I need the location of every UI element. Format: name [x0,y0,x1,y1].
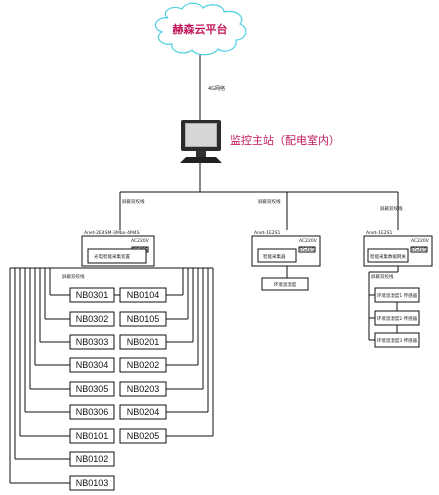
meter-label: NB0201 [127,337,160,347]
meter-label: NB0202 [127,360,160,370]
right-wiring [368,266,399,341]
right-model: Anet-1E2S1 [366,230,393,236]
meter-label: NB0105 [127,314,160,324]
meter-label: NB0203 [127,384,160,394]
cloud-platform: 赫森云平台 [154,2,247,56]
mid-port-box [298,246,316,253]
bus-left-label: 屏蔽双绞线 [122,198,145,205]
meter-label: NB0104 [127,290,160,300]
left-bus-label: 屏蔽双绞线 [62,273,85,280]
sensor-label: 环境温湿度3 传感器 [377,337,418,344]
meter-label: NB0301 [76,290,109,300]
meter-column-2: NB0104 NB0105 NB0201 NB0202 NB0203 NB020… [119,287,167,444]
right-port: RS485 [412,247,427,253]
mid-port: RS485 [300,247,315,253]
left-wiring [9,267,214,484]
mid-device-label: 智能采集器 [263,253,286,260]
meter-label: NB0306 [76,407,109,417]
cloud-shape [154,2,247,56]
mid-sensor-label: 环境温湿度 [274,281,297,288]
monitor-icon [180,120,222,163]
bus-right-label: 屏蔽双绞线 [380,205,403,212]
sensor-label: 环境温湿度1 传感器 [377,292,418,299]
right-collector: Anet-1E2S1 AC220V RS485 智能采集数据网关 [363,230,433,267]
left-model: Anet-2E4SM-3Mbo-4M4S [84,230,140,236]
meter-label: NB0302 [76,314,109,324]
meter-label: NB0304 [76,360,109,370]
left-voltage: AC220V [131,238,150,244]
meter-label: NB0205 [127,431,160,441]
mid-voltage: AC220V [299,238,318,244]
meter-label: NB0303 [76,337,109,347]
meter-column-1: NB0301 NB0302 NB0303 NB0304 NB0305 NB030… [69,287,115,491]
right-bus-label: 屏蔽双绞线 [371,273,394,280]
meter-label: NB0102 [76,454,109,464]
uplink-label: 4G网络 [208,85,225,92]
left-collector: Anet-2E4SM-3Mbo-4M4S AC220V RS485 光电智能采集… [81,230,155,267]
right-port-box [410,246,428,253]
sensor-label: 环境温湿度2 传感器 [377,315,418,322]
host-label: 监控主站（配电室内） [230,133,340,147]
meter-label: NB0101 [76,431,109,441]
right-voltage: AC220V [411,238,430,244]
mid-model: Anet-1E2S1 [254,230,281,236]
meter-label: NB0103 [76,478,109,488]
mid-device-box [257,248,297,263]
mid-collector: Anet-1E2S1 AC220V RS485 智能采集器 [251,230,321,267]
right-device-box [367,248,409,263]
right-sensors: 环境温湿度1 传感器 环境温湿度2 传感器 环境温湿度3 传感器 [374,287,420,348]
meter-label: NB0204 [127,407,160,417]
bus-mid-label: 屏蔽双绞线 [258,198,281,205]
left-device-label: 光电智能采集装置 [94,253,130,260]
mid-sensor-box [261,277,309,291]
left-device-box [87,248,147,264]
meter-label: NB0305 [76,384,109,394]
right-device-label: 智能采集数据网关 [370,253,406,260]
cloud-label: 赫森云平台 [173,22,228,36]
